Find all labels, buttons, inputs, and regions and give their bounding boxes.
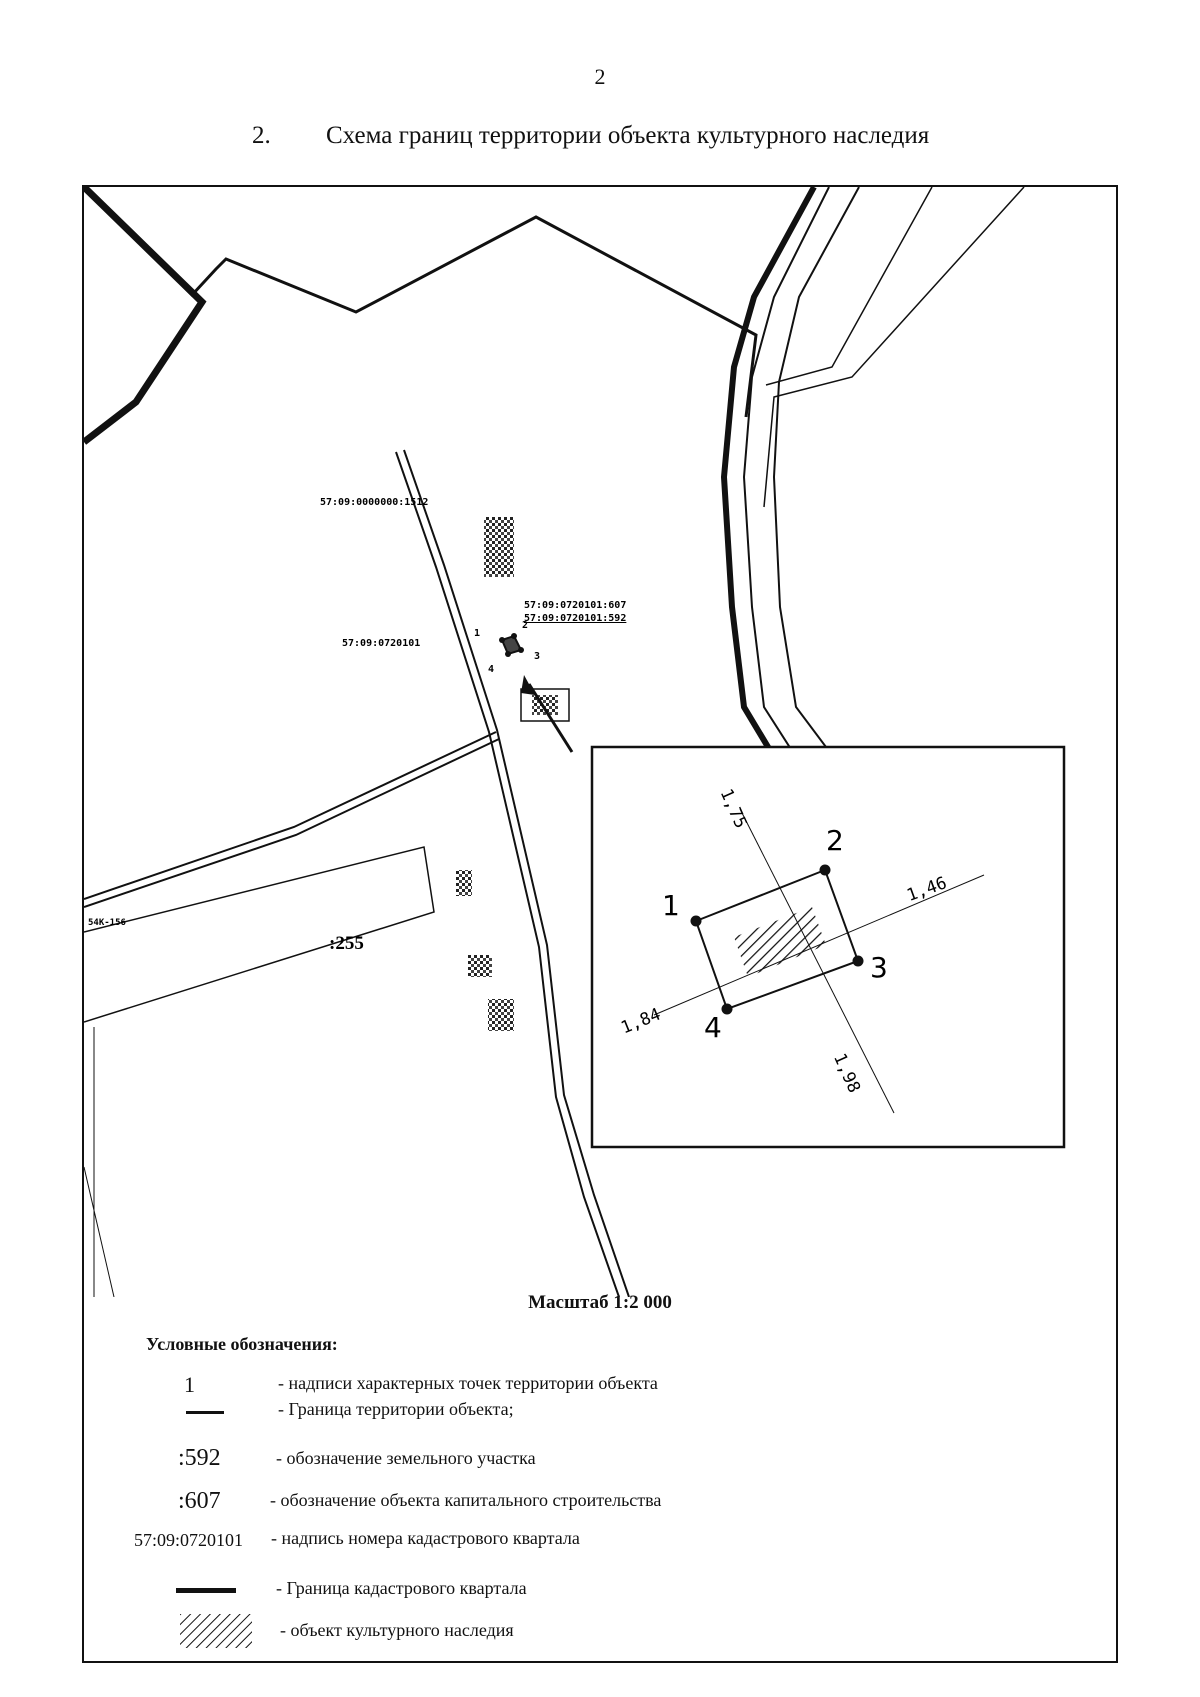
label-small-point-2: 2 xyxy=(522,620,528,631)
legend-symbol-capital-object: :607 xyxy=(178,1488,221,1514)
legend-symbol-point-label: 1 xyxy=(184,1372,195,1397)
building-symbol xyxy=(520,688,570,722)
legend-text-quarter-label: - надпись номера кадастрового квартала xyxy=(271,1528,580,1548)
legend-symbol-heritage-hatch xyxy=(180,1614,252,1648)
label-parcel-1512: 57:09:0000000:1512 xyxy=(320,497,428,508)
label-parcel-255: :255 xyxy=(329,933,364,954)
heritage-object xyxy=(734,907,826,977)
point-marker xyxy=(505,651,511,657)
inset-point-3: 3 xyxy=(870,951,888,984)
quarter-boundary-river xyxy=(720,187,817,799)
point-marker xyxy=(499,637,505,643)
quarter-boundary-nw xyxy=(84,187,207,445)
inset-frame xyxy=(590,745,1066,1149)
parcel-boundary-north xyxy=(84,187,758,418)
legend-text-capital-object: - обозначение объекта капитального строи… xyxy=(270,1490,662,1510)
legend-text-heritage-object: - объект культурного наследия xyxy=(280,1620,514,1640)
legend-symbol-quarter-label: 57:09:0720101 xyxy=(134,1530,244,1550)
parcel-255-boundary xyxy=(84,846,435,1023)
point-marker-2 xyxy=(819,864,831,876)
road-north-south xyxy=(395,451,620,1297)
legend-text-point-label: - надписи характерных точек территории о… xyxy=(278,1373,658,1393)
road-54k156 xyxy=(84,731,497,900)
inset-axis xyxy=(739,808,895,1114)
label-quarter: 57:09:0720101 xyxy=(342,638,420,649)
legend-text-object-boundary: - Граница территории объекта; xyxy=(278,1399,514,1419)
cadastral-map: 57:09:0000000:1512 57:09:0720101:607 57:… xyxy=(84,187,1066,1297)
label-parcel-592: 57:09:0720101:592 xyxy=(524,613,626,624)
road-54k156-edge xyxy=(84,738,500,908)
building-symbol xyxy=(468,955,492,977)
point-marker-3 xyxy=(852,955,864,967)
river-bank-inner xyxy=(742,187,830,798)
road-north-south-edge xyxy=(403,449,630,1297)
legend-title: Условные обозначения: xyxy=(146,1334,338,1354)
title-text: Схема границ территории объекта культурн… xyxy=(326,122,930,149)
building-symbol xyxy=(456,870,472,896)
inset-point-4: 4 xyxy=(704,1011,722,1044)
legend-symbol-object-boundary xyxy=(186,1411,224,1414)
label-small-point-3: 3 xyxy=(534,651,540,662)
label-road: 54K-156 xyxy=(88,918,126,928)
map-scale: Масштаб 1:2 000 xyxy=(528,1292,672,1313)
inset-point-1: 1 xyxy=(662,889,680,922)
river-bank-outer xyxy=(772,187,860,788)
legend-text-quarter-boundary: - Граница кадастрового квартала xyxy=(276,1578,527,1598)
pointer-arrowhead xyxy=(521,675,535,695)
object-territory-small xyxy=(500,634,523,656)
inset-detail: 1 2 3 4 1,75 1,46 1,84 1,98 xyxy=(590,745,1066,1149)
label-small-point-1: 1 xyxy=(474,628,480,639)
label-small-point-4: 4 xyxy=(488,664,494,675)
label-building-607: 57:09:0720101:607 xyxy=(524,600,626,611)
inset-point-2: 2 xyxy=(826,824,844,857)
page-number: 2 xyxy=(594,64,606,89)
map-frame xyxy=(82,185,1118,1663)
legend-symbol-land-plot: :592 xyxy=(178,1445,221,1471)
legend-symbol-quarter-boundary xyxy=(176,1588,236,1593)
parcel-255-lower xyxy=(84,1027,115,1297)
parcel-boundary-south xyxy=(765,187,933,386)
building-symbol xyxy=(484,517,514,577)
legend-text-land-plot: - обозначение земельного участка xyxy=(276,1448,536,1468)
pointer-arrow xyxy=(527,683,574,753)
point-marker xyxy=(518,647,524,653)
title-number: 2. xyxy=(252,122,271,149)
building-symbol xyxy=(488,999,514,1031)
point-marker-1 xyxy=(690,915,702,927)
point-marker-4 xyxy=(721,1003,733,1015)
parcel-boundary-east xyxy=(763,187,1025,508)
point-marker xyxy=(511,633,517,639)
